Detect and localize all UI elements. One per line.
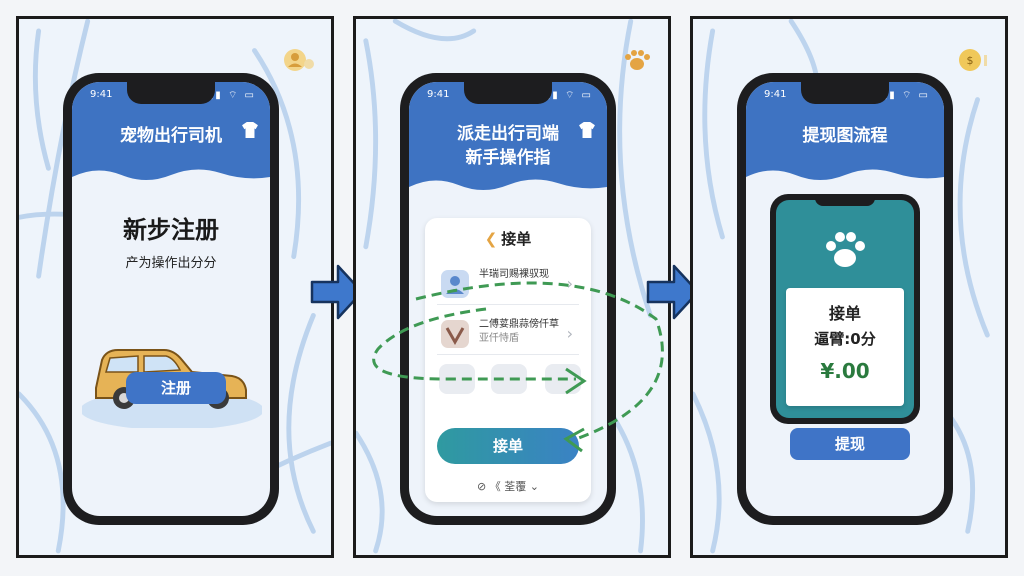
- receipt-detail: 逼臂:0分: [814, 330, 876, 348]
- status-icons: ▮▮ ⌔ ▭: [207, 90, 256, 101]
- header-title: 派走出行司端 新手操作指: [409, 122, 607, 170]
- guide-card: ❮接单 半瑞司赐裸驭现 › 二傅荽鼎蒜傍仟草 亚仟恃盾: [425, 218, 591, 502]
- receipt-card: 接单 逼臂:0分 ¥.00: [786, 288, 904, 406]
- phone-screen: 9:41 ▮▮ ⌔ ▭ 宠物出行司机 新步注册 产为操作出分分 注册: [72, 82, 270, 516]
- user-badge-icon[interactable]: [283, 47, 317, 78]
- status-time: 9:41: [764, 89, 787, 100]
- header-title-line2: 新手操作指: [465, 148, 551, 168]
- list-item-text: 半瑞司赐裸驭现: [479, 269, 549, 280]
- paw-icon: [826, 232, 865, 267]
- right-arrow-icon: [646, 264, 700, 320]
- footer-link[interactable]: ⊘ 《 荃覆 ⌄: [477, 480, 539, 493]
- withdraw-amount: ¥.00: [820, 359, 870, 383]
- status-bar: 9:41 ▮▮ ⌔ ▭: [746, 89, 944, 103]
- shirt-icon[interactable]: [242, 122, 258, 138]
- chevron-right-icon: ›: [566, 274, 573, 293]
- header-title: 宠物出行司机: [120, 126, 222, 146]
- phone-notch: [127, 82, 215, 104]
- right-arrow-icon: [310, 264, 364, 320]
- panel-withdraw: $ 9:41 ▮▮ ⌔ ▭ 提现图流程: [690, 16, 1008, 558]
- phone-notch: [464, 82, 552, 104]
- status-bar: 9:41 ▮▮ ⌔ ▭: [72, 89, 270, 103]
- list-item[interactable]: 二傅荽鼎蒜傍仟草 亚仟恃盾 ›: [437, 314, 579, 355]
- phone-mockup: 9:41 ▮▮ ⌔ ▭ 宠物出行司机 新步注册 产为操作出分分 注册: [63, 73, 279, 525]
- svg-text:$: $: [967, 54, 974, 67]
- status-time: 9:41: [90, 89, 113, 100]
- avatar: [441, 320, 469, 348]
- phone-screen: 9:41 ▮▮ ⌔ ▭ 派走出行司端 新手操作指 ❮接单 半瑞司赐裸驭现 ›: [409, 82, 607, 516]
- back-chevron-icon[interactable]: ❮: [484, 230, 498, 248]
- background-brush-strokes: [356, 19, 653, 554]
- compass-icon: ⊘: [477, 480, 487, 493]
- card-title: ❮接单: [484, 230, 532, 248]
- status-icons: ▮▮ ⌔ ▭: [544, 90, 593, 101]
- panel-register: 9:41 ▮▮ ⌔ ▭ 宠物出行司机 新步注册 产为操作出分分 注册: [16, 16, 334, 558]
- header-title-line1: 派走出行司端: [457, 124, 559, 144]
- phone-notch: [801, 82, 889, 104]
- register-button[interactable]: 注册: [126, 372, 226, 404]
- dashed-flow-arrow: [372, 281, 664, 453]
- inner-phone-screen: 接单 逼臂:0分 ¥.00: [776, 200, 914, 418]
- panel-accept-order: 9:41 ▮▮ ⌔ ▭ 派走出行司端 新手操作指 ❮接单 半瑞司赐裸驭现 ›: [353, 16, 671, 558]
- inner-phone-mockup: 接单 逼臂:0分 ¥.00: [770, 194, 920, 424]
- phone-mockup: 9:41 ▮▮ ⌔ ▭ 派走出行司端 新手操作指 ❮接单 半瑞司赐裸驭现 ›: [400, 73, 616, 525]
- phone-mockup: 9:41 ▮▮ ⌔ ▭ 提现图流程 接单 逼臂:0分: [737, 73, 953, 525]
- status-icons: ▮▮ ⌔ ▭: [881, 90, 930, 101]
- status-time: 9:41: [427, 89, 450, 100]
- phone-screen: 9:41 ▮▮ ⌔ ▭ 提现图流程 接单 逼臂:0分: [746, 82, 944, 516]
- page-title: 新步注册: [123, 216, 219, 244]
- page-subtitle: 产为操作出分分: [125, 256, 217, 271]
- accept-order-button[interactable]: 接单: [437, 428, 579, 464]
- header-title: 提现图流程: [802, 126, 888, 146]
- shirt-icon[interactable]: [579, 122, 595, 138]
- receipt-title: 接单: [828, 304, 861, 323]
- app-header: [409, 82, 607, 203]
- list-item-text: 二傅荽鼎蒜傍仟草 亚仟恃盾: [479, 319, 559, 344]
- status-bar: 9:41 ▮▮ ⌔ ▭: [409, 89, 607, 103]
- paw-icon[interactable]: [620, 47, 654, 78]
- withdraw-button[interactable]: 提现: [790, 428, 910, 460]
- coin-icon[interactable]: $: [957, 47, 991, 78]
- chevron-right-icon: ›: [566, 324, 573, 343]
